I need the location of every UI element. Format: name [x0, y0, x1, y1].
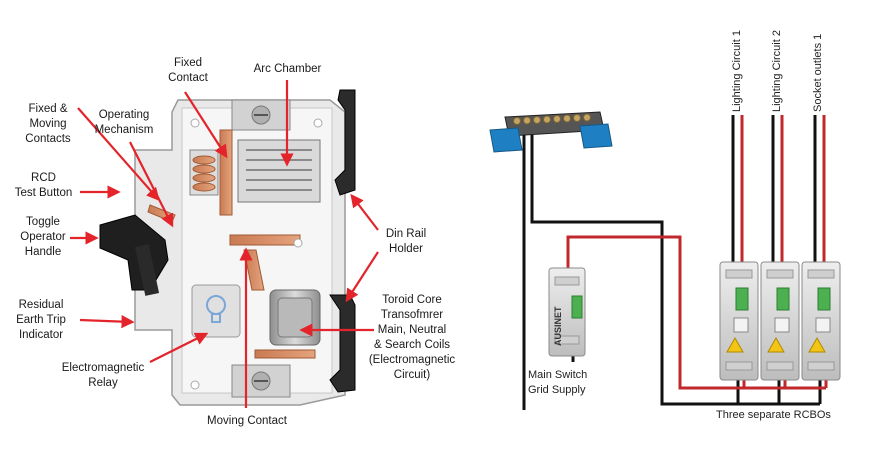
label-arc-chamber: Arc Chamber: [253, 63, 322, 75]
wiring-diagram: AUSINET: [489, 111, 841, 410]
label-electromagnetic-relay: Electromagnetic Relay: [61, 362, 145, 389]
arrow-din-top: [350, 193, 379, 231]
label-rcd-test-button: RCD Test Button: [14, 172, 73, 199]
label-lighting-circuit-2: Lighting Circuit 2: [771, 30, 783, 112]
rcbo-1: [719, 261, 759, 381]
label-main-switch: Main Switch Grid Supply: [528, 369, 588, 396]
wire-active-main: [566, 235, 826, 390]
arrow-din-bottom: [345, 251, 379, 303]
main-switch: AUSINET: [548, 267, 586, 357]
label-socket-outlets-1: Socket outlets 1: [812, 33, 824, 112]
label-fixed-moving-contacts: Fixed & Moving Contacts: [25, 103, 71, 145]
arrow-operating-mechanism: [129, 141, 174, 228]
busbar-cap-left: [489, 127, 523, 153]
din-rail-clip-top: [334, 89, 356, 196]
label-three-rcbos: Three separate RCBOs: [716, 409, 831, 421]
arrow-fixed-moving-contacts: [77, 107, 160, 201]
arrow-relay: [149, 332, 209, 363]
label-fixed-contact: Fixed Contact: [168, 57, 208, 84]
relay-box: [191, 284, 241, 338]
busbar-cap-right: [579, 123, 613, 149]
label-residual-earth-trip: Residual Earth Trip Indicator: [16, 299, 66, 341]
label-lighting-circuit-1: Lighting Circuit 1: [731, 30, 743, 112]
label-toroid-core: Toroid Core Transofmrer Main, Neutral & …: [368, 294, 456, 381]
rcbo-2: [760, 261, 800, 381]
rcbo-cutaway: [99, 89, 356, 406]
rcbo-3: [801, 261, 841, 381]
arrow-fixed-contact: [184, 91, 228, 159]
wire-neutral-loop: [530, 135, 820, 406]
label-moving-contact: Moving Contact: [207, 415, 287, 427]
label-din-rail-holder: Din Rail Holder: [385, 228, 427, 255]
neutral-busbar: [489, 111, 613, 153]
label-operating-mechanism: Operating Mechanism: [94, 109, 154, 136]
arrow-residual-trip: [79, 314, 135, 329]
callout-arrows: [70, 80, 379, 408]
main-switch-brand: AUSINET: [553, 306, 563, 346]
label-toggle-operator-handle: Toggle Operator Handle: [20, 216, 66, 258]
